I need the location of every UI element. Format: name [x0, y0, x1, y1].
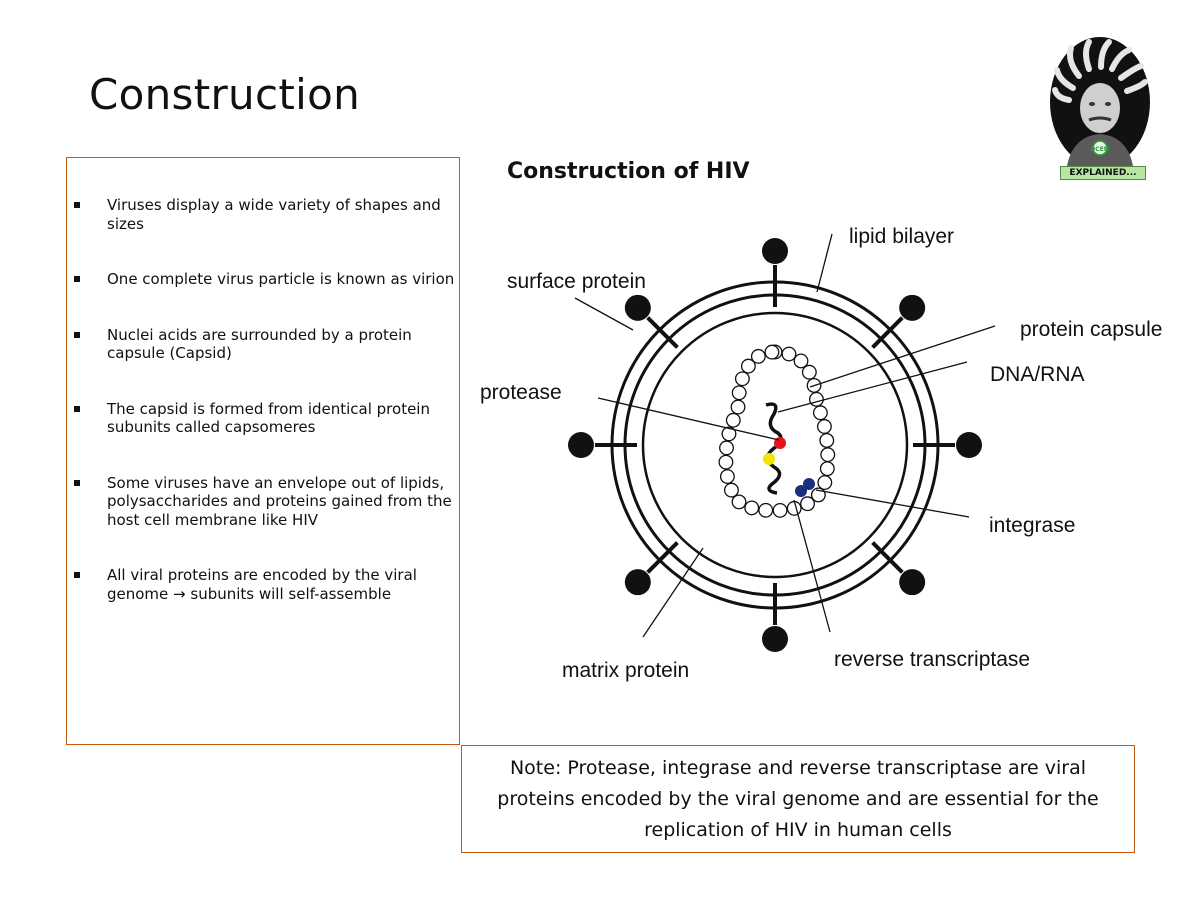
capsomere [719, 440, 734, 456]
label-matrix-protein: matrix protein [562, 659, 689, 682]
capsomere [764, 344, 780, 360]
capsomere [812, 405, 828, 421]
integrase-dot [795, 485, 807, 497]
spike-knob [762, 626, 788, 652]
capsomere [721, 426, 737, 442]
bullet-box: Viruses display a wide variety of shapes… [66, 157, 460, 745]
capsomere [817, 475, 833, 490]
bullet-square-icon [74, 331, 80, 338]
bullet-square-icon [74, 276, 80, 282]
label-integrase: integrase [989, 514, 1075, 537]
spike-stalk [646, 541, 679, 574]
capsomere [740, 358, 756, 374]
logo-portrait-icon: OCEM [1050, 37, 1150, 167]
bullet-square-icon [74, 202, 80, 208]
bullet-text: Nuclei acids are surrounded by a protein… [107, 325, 412, 363]
spike-knob [624, 294, 651, 321]
bullet-item: Some viruses have an envelope out of lip… [67, 474, 461, 530]
capsomere [800, 496, 815, 512]
bullet-text: All viral proteins are encoded by the vi… [107, 566, 417, 603]
bullet-text: Some viruses have an envelope out of lip… [107, 473, 452, 529]
label-lipid-bilayer: lipid bilayer [849, 225, 954, 248]
spike-knob [956, 432, 982, 458]
slide-title: Construction [89, 70, 361, 119]
capsomere [819, 433, 835, 448]
note-text: Note: Protease, integrase and reverse tr… [497, 756, 1099, 841]
leader-integrase [815, 489, 970, 518]
spike-knob [624, 569, 651, 596]
capsomere [819, 461, 835, 477]
leader-reverse-transcriptase [793, 499, 831, 633]
capsomere [734, 371, 750, 387]
bullet-item: The capsid is formed from identical prot… [67, 400, 461, 437]
bullet-square-icon [74, 572, 80, 578]
capsomere [772, 502, 788, 518]
capsomere [731, 385, 747, 401]
note-box: Note: Protease, integrase and reverse tr… [461, 745, 1135, 853]
bullet-text: The capsid is formed from identical prot… [107, 399, 430, 437]
bullet-list: Viruses display a wide variety of shapes… [67, 196, 461, 640]
leader-dna-rna [777, 361, 968, 413]
leader-lines [574, 233, 996, 638]
bullet-text: One complete virus particle is known as … [107, 270, 455, 288]
capsomere [744, 500, 760, 516]
label-surface-protein: surface protein [507, 270, 646, 293]
matrix-ring [641, 311, 909, 579]
spike-knob [899, 569, 926, 596]
capsomere [781, 346, 797, 362]
capsomere [719, 469, 735, 484]
bullet-item: Viruses display a wide variety of shapes… [67, 196, 461, 233]
capsid-capsomeres [718, 344, 836, 518]
capsomere [786, 500, 802, 516]
capsomere [725, 412, 741, 428]
label-protease: protease [480, 381, 562, 404]
leader-protein-capsule [809, 325, 996, 388]
spike-stalk [646, 316, 679, 349]
spike-stalk [871, 541, 904, 574]
diagram-title: Construction of HIV [507, 159, 750, 184]
capsomere [730, 399, 746, 415]
bullet-item: All viral proteins are encoded by the vi… [67, 566, 461, 603]
bullet-item: Nuclei acids are surrounded by a protein… [67, 326, 461, 363]
bullet-square-icon [74, 405, 80, 412]
rna-strand [765, 402, 783, 495]
logo-badge-text: OCEM [1090, 146, 1110, 153]
capsomere [731, 494, 747, 510]
label-dna-rna: DNA/RNA [990, 363, 1085, 386]
logo-tag: EXPLAINED... [1060, 166, 1146, 180]
capsomere [809, 391, 824, 407]
yellow-dot [763, 453, 775, 465]
label-protein-capsule: protein capsule [1020, 318, 1162, 341]
leader-matrix-protein [642, 547, 704, 638]
integrase-dot [803, 478, 815, 490]
capsomere [723, 482, 739, 498]
capsomere [820, 447, 836, 463]
leader-surface-protein [574, 297, 634, 331]
leader-lipid-bilayer [816, 233, 833, 293]
spike-stalk [871, 316, 904, 349]
label-reverse-transcriptase: reverse transcriptase [834, 648, 1030, 671]
spike-knob [899, 294, 926, 321]
bullet-square-icon [74, 479, 80, 486]
leader-protease [597, 397, 780, 441]
bullet-text: Viruses display a wide variety of shapes… [107, 196, 441, 233]
capsomere [793, 353, 809, 369]
capsomere [758, 502, 774, 518]
capsomere [816, 419, 832, 434]
spike-knob [762, 238, 788, 264]
bullet-item: One complete virus particle is known as … [67, 270, 461, 289]
capsomere [750, 348, 766, 364]
spike-knob [568, 432, 594, 458]
surface-spikes [568, 238, 982, 652]
capsomere [718, 454, 734, 470]
capsomere [801, 364, 817, 380]
